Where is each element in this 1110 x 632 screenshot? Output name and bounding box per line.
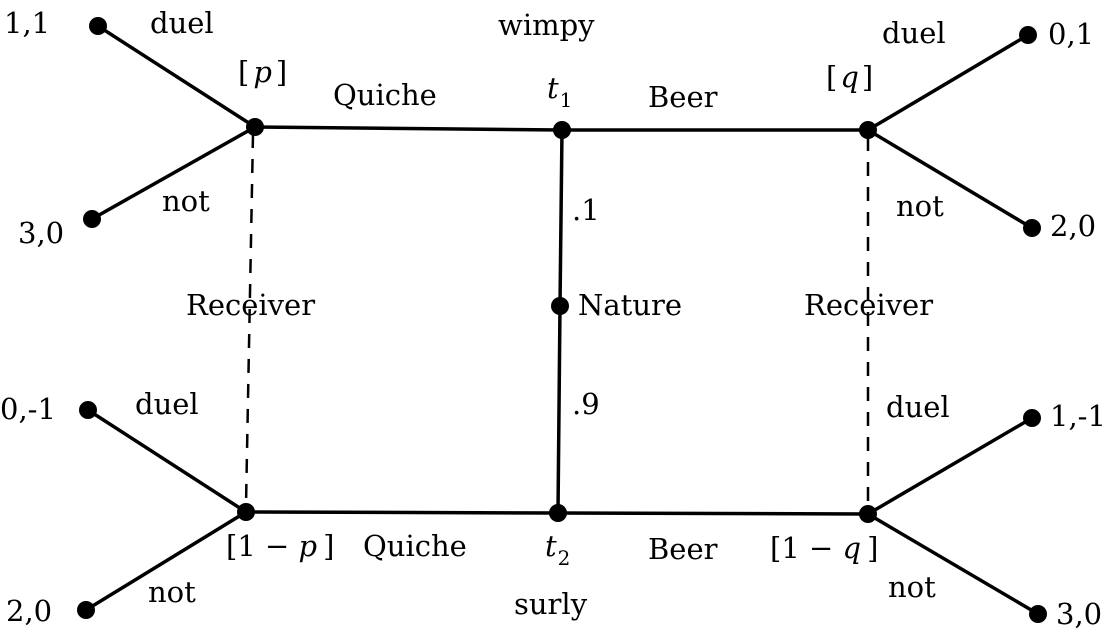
edge-bottom-beer bbox=[556, 511, 870, 516]
node-receiver-bottom-left bbox=[237, 503, 255, 521]
belief-one-minus-p: [1 − p] bbox=[226, 529, 334, 563]
terminal-top-left-duel bbox=[89, 17, 107, 35]
edge-bottom-left-duel bbox=[86, 408, 248, 514]
payoff-bottom-left-not: 2,0 bbox=[6, 594, 52, 628]
type-surly-label: surly bbox=[514, 587, 588, 621]
action-top-left-duel: duel bbox=[150, 6, 214, 40]
belief-one-minus-q: [1 − q] bbox=[770, 531, 878, 565]
payoff-bottom-right-duel: 1,-1 bbox=[1050, 399, 1106, 433]
nature-label: Nature bbox=[578, 288, 682, 322]
action-top-left-not: not bbox=[162, 184, 210, 218]
terminal-bottom-right-not bbox=[1029, 605, 1047, 623]
terminal-bottom-right-duel bbox=[1023, 409, 1041, 427]
edge-nature-to-surly bbox=[556, 304, 562, 515]
terminal-bottom-left-duel bbox=[79, 401, 97, 419]
type-wimpy-node-label: t1 bbox=[547, 71, 572, 112]
message-bottom-quiche: Quiche bbox=[363, 529, 467, 563]
node-receiver-top-right bbox=[859, 121, 877, 139]
action-bottom-left-not: not bbox=[148, 575, 196, 609]
payoff-top-right-duel: 0,1 bbox=[1048, 17, 1094, 51]
edge-top-left-not bbox=[90, 125, 257, 221]
edge-top-quiche bbox=[253, 125, 564, 132]
node-surly bbox=[549, 504, 567, 522]
payoff-bottom-left-duel: 0,-1 bbox=[0, 392, 56, 426]
prob-wimpy: .1 bbox=[572, 193, 600, 227]
terminal-top-left-not bbox=[83, 210, 101, 228]
action-bottom-right-duel: duel bbox=[886, 390, 950, 424]
message-bottom-beer: Beer bbox=[648, 532, 718, 566]
terminal-top-right-duel bbox=[1019, 26, 1037, 44]
edge-top-right-not bbox=[866, 128, 1034, 230]
action-top-right-duel: duel bbox=[882, 16, 946, 50]
payoff-bottom-right-not: 3,0 bbox=[1056, 597, 1102, 631]
type-wimpy-label: wimpy bbox=[498, 8, 595, 42]
node-receiver-bottom-right bbox=[859, 505, 877, 523]
edge-nature-to-wimpy bbox=[558, 128, 564, 308]
node-wimpy bbox=[553, 121, 571, 139]
message-top-quiche: Quiche bbox=[333, 78, 437, 112]
prob-surly: .9 bbox=[572, 387, 600, 421]
belief-q: [q] bbox=[826, 60, 873, 94]
payoff-top-left-duel: 1,1 bbox=[4, 6, 50, 40]
receiver-right-label: Receiver bbox=[804, 288, 933, 322]
payoff-top-left-not: 3,0 bbox=[18, 216, 64, 250]
edge-top-left-duel bbox=[96, 24, 257, 129]
edge-bottom-left-not bbox=[84, 510, 248, 612]
information-set-left bbox=[244, 133, 255, 506]
receiver-left-label: Receiver bbox=[186, 288, 315, 322]
message-top-beer: Beer bbox=[648, 80, 718, 114]
terminal-top-right-not bbox=[1023, 219, 1041, 237]
edge-bottom-quiche bbox=[244, 510, 560, 515]
payoff-top-right-not: 2,0 bbox=[1050, 209, 1096, 243]
action-top-right-not: not bbox=[896, 189, 944, 223]
edge-bottom-right-not bbox=[866, 512, 1040, 616]
node-nature bbox=[551, 297, 569, 315]
type-surly-node-label: t2 bbox=[545, 529, 570, 570]
action-bottom-right-not: not bbox=[888, 570, 936, 604]
edge-bottom-right-duel bbox=[866, 416, 1034, 516]
node-receiver-top-left bbox=[246, 118, 264, 136]
terminal-bottom-left-not bbox=[77, 601, 95, 619]
belief-p: [p] bbox=[238, 55, 287, 89]
action-bottom-left-duel: duel bbox=[135, 387, 199, 421]
edge-top-right-duel bbox=[866, 33, 1030, 132]
